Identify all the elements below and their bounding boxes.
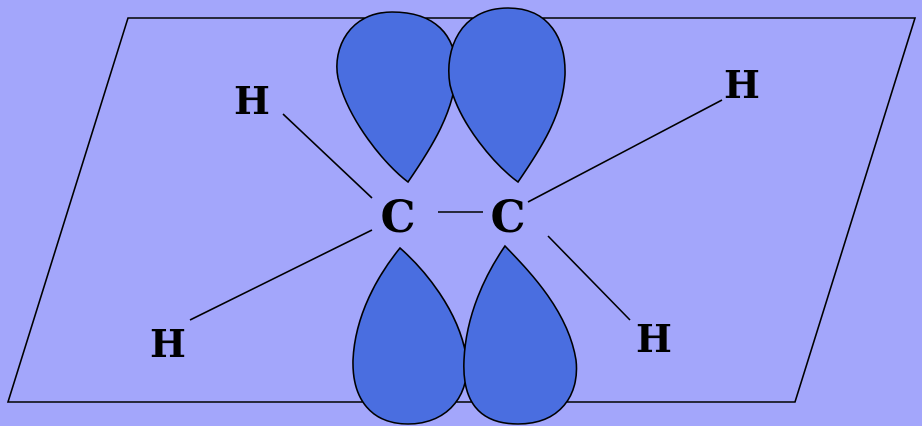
bond-h-bottom-left [189,229,373,321]
molecular-plane [6,17,917,403]
carbon-right-label: C [490,192,525,243]
bond-h-top-right [527,99,723,203]
hydrogen-bottom-left-label: H [150,321,186,366]
p-orbital-lobe-bottom-left [352,246,468,425]
bond-h-top-left [282,113,373,199]
hydrogen-bottom-right-label: H [636,316,672,361]
p-orbital-lobe-bottom-right [463,244,578,425]
hydrogen-top-right-label: H [724,62,760,107]
bond-h-bottom-right [547,235,631,321]
hydrogen-top-left-label: H [234,78,270,123]
p-orbital-lobe-top-left [336,11,457,184]
p-orbital-lobe-top-right [448,7,566,184]
carbon-left-label: C [380,192,415,243]
